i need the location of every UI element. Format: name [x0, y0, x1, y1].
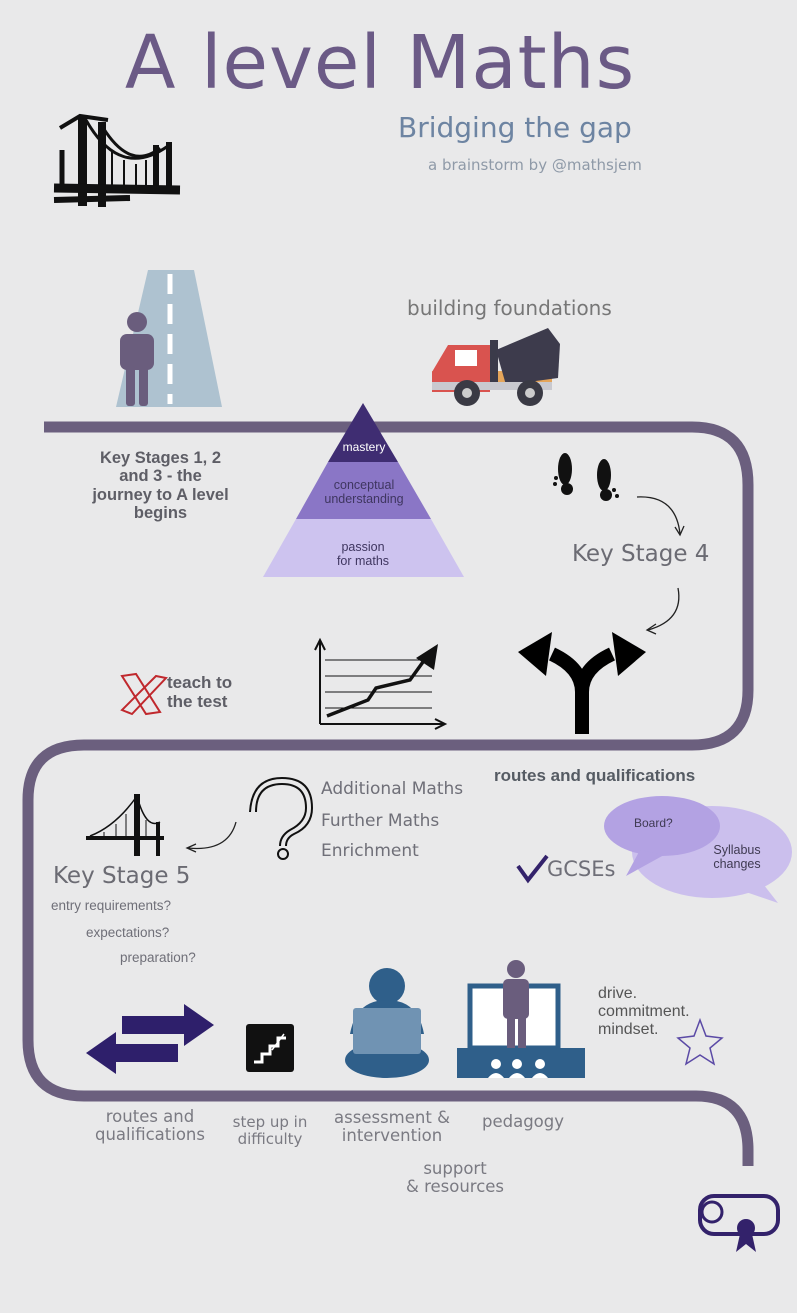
drive-commitment-label: drive. commitment. mindset.	[598, 985, 690, 1038]
pyramid-diagram	[263, 403, 464, 577]
fork-arrow-icon	[548, 647, 616, 734]
option-additional-maths: Additional Maths	[321, 779, 464, 799]
key-stages-123-label: Key Stages 1, 2 and 3 - the journey to A…	[92, 449, 229, 523]
stairs-icon	[246, 1024, 294, 1072]
cement-truck-icon	[432, 328, 560, 406]
gcses-label: GCSEs	[547, 857, 616, 881]
question-mark-icon	[249, 776, 314, 860]
fork-arrowhead-right	[612, 632, 646, 676]
key-stage-5-label: Key Stage 5	[53, 863, 191, 889]
winding-path	[22, 421, 754, 1166]
bottom-assessment-label: assessment & intervention	[334, 1108, 450, 1146]
option-further-maths: Further Maths	[321, 811, 440, 831]
bridge-icon	[53, 113, 181, 207]
checkmark-icon	[516, 854, 549, 884]
red-x-icon	[120, 672, 168, 716]
person-icon	[120, 312, 154, 406]
speech-board-label: Board?	[634, 816, 673, 830]
question-expectations: expectations?	[86, 925, 170, 940]
arrowhead	[674, 525, 685, 537]
speech-bubble-icon	[604, 796, 792, 903]
curved-arrow-icon	[647, 587, 680, 631]
star-icon	[676, 1017, 724, 1066]
bottom-support-label: support & resources	[405, 1159, 505, 1197]
arrowhead	[185, 843, 197, 853]
curved-arrow-icon	[187, 821, 237, 850]
fork-arrowhead-left	[518, 632, 552, 676]
pyramid-middle-label: conceptual understanding	[324, 478, 404, 506]
swap-arrows-icon	[86, 1004, 214, 1074]
pyramid-top-label: mastery	[342, 440, 386, 454]
byline: a brainstorm by @mathsjem	[428, 156, 642, 174]
pyramid-bottom-label: passion for maths	[336, 540, 390, 568]
teach-to-test-label: teach to the test	[167, 673, 233, 712]
student-laptop-icon	[345, 968, 429, 1078]
question-entry: entry requirements?	[51, 898, 172, 913]
page-title: A level Maths	[124, 20, 636, 106]
line-chart-icon	[314, 637, 448, 730]
routes-qualifications-label: routes and qualifications	[494, 766, 696, 785]
question-preparation: preparation?	[120, 950, 196, 965]
teacher-screen-icon	[457, 960, 585, 1078]
diploma-icon	[698, 1194, 780, 1252]
curved-arrow-icon	[636, 496, 681, 535]
bottom-routes-label: routes and qualifications	[95, 1107, 205, 1145]
speech-syllabus-label: Syllabus changes	[713, 843, 761, 871]
option-enrichment: Enrichment	[321, 841, 419, 861]
arrowhead	[645, 623, 657, 635]
building-foundations-label: building foundations	[407, 296, 612, 320]
bottom-step-up-label: step up in difficulty	[232, 1113, 308, 1148]
key-stage-4-label: Key Stage 4	[572, 541, 710, 567]
bottom-pedagogy-label: pedagogy	[481, 1112, 565, 1131]
page-subtitle: Bridging the gap	[398, 111, 632, 144]
footprints-icon	[553, 453, 619, 501]
golden-gate-bridge-icon	[86, 794, 164, 856]
